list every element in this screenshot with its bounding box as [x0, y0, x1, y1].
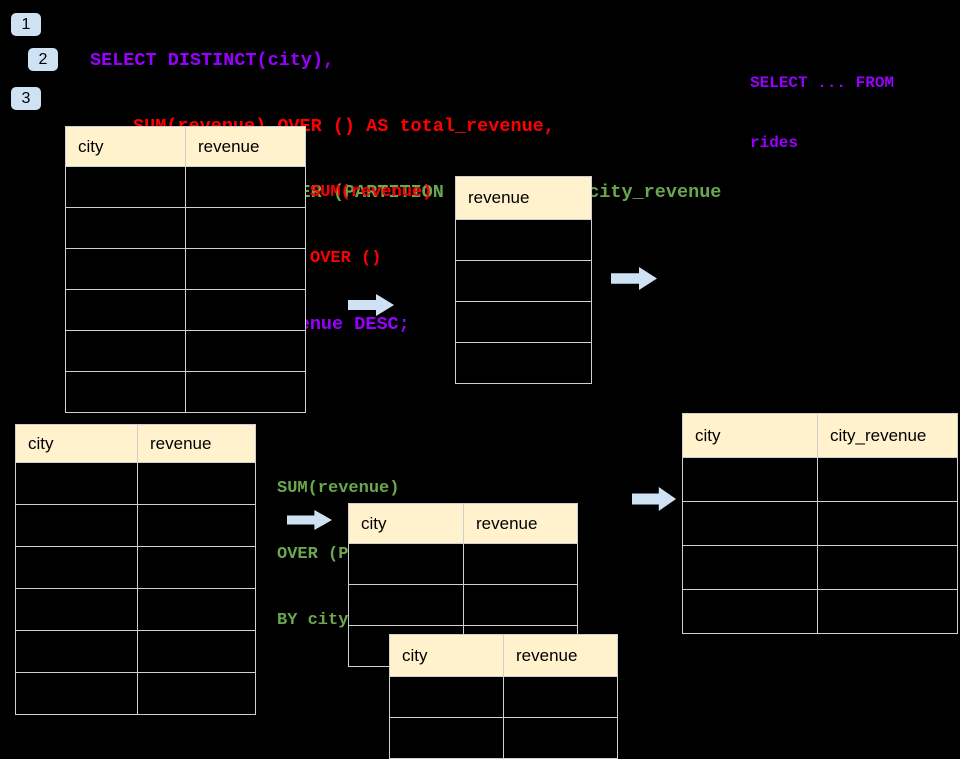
- table-cell-empty: [137, 546, 256, 589]
- table-cell-empty: [503, 717, 618, 759]
- annotation-line: OVER (): [310, 249, 382, 268]
- table-cell-empty: [137, 504, 256, 547]
- step-badge-2: 2: [28, 48, 58, 71]
- table-cell-empty: [15, 672, 138, 715]
- table-source-rides-bottom: city revenue: [15, 424, 256, 715]
- table-cell-empty: [65, 371, 186, 413]
- column-header-revenue: revenue: [455, 176, 592, 220]
- table-cell-empty: [65, 166, 186, 208]
- column-header-city-revenue: city_revenue: [817, 413, 958, 458]
- table-cell-empty: [682, 457, 818, 502]
- table-city-revenue-result: city city_revenue: [682, 413, 958, 634]
- table-cell-empty: [455, 260, 592, 302]
- sql-side-note-line: rides: [750, 134, 799, 152]
- table-cell-empty: [15, 630, 138, 673]
- arrow-right-icon: [348, 294, 394, 316]
- column-header-city: city: [682, 413, 818, 458]
- table-cell-empty: [65, 207, 186, 249]
- table-cell-empty: [682, 545, 818, 590]
- column-header-revenue: revenue: [137, 424, 256, 463]
- step-badge-3: 3: [11, 87, 41, 110]
- table-cell-empty: [185, 207, 306, 249]
- table-total-revenue-result: revenue: [455, 176, 592, 384]
- step-badge-1: 1: [11, 13, 41, 36]
- table-cell-empty: [65, 248, 186, 290]
- table-cell-empty: [15, 546, 138, 589]
- table-cell-empty: [455, 342, 592, 384]
- column-header-revenue: revenue: [463, 503, 578, 544]
- sql-line-select: SELECT DISTINCT(city),: [90, 50, 335, 71]
- column-header-city: city: [15, 424, 138, 463]
- arrow-right-icon: [287, 510, 332, 530]
- table-cell-empty: [817, 545, 958, 590]
- table-cell-empty: [389, 717, 504, 759]
- column-header-revenue: revenue: [185, 126, 306, 167]
- table-cell-empty: [817, 501, 958, 546]
- table-cell-empty: [15, 588, 138, 631]
- table-source-rides-top: city revenue: [65, 126, 306, 413]
- table-cell-empty: [137, 672, 256, 715]
- annotation-line: BY city): [277, 611, 359, 630]
- column-header-city: city: [65, 126, 186, 167]
- table-cell-empty: [463, 543, 578, 585]
- table-cell-empty: [137, 462, 256, 505]
- table-cell-empty: [15, 462, 138, 505]
- table-cell-empty: [455, 219, 592, 261]
- table-cell-empty: [817, 457, 958, 502]
- column-header-city: city: [348, 503, 464, 544]
- table-cell-empty: [389, 676, 504, 718]
- sql-side-note: SELECT ... FROM rides: [750, 33, 894, 193]
- table-cell-empty: [185, 248, 306, 290]
- table-cell-empty: [15, 504, 138, 547]
- table-cell-empty: [348, 543, 464, 585]
- annotation-line: SUM(revenue): [310, 183, 433, 202]
- annotation-over-total: SUM(revenue) OVER (): [310, 138, 432, 314]
- table-cell-empty: [65, 289, 186, 331]
- table-cell-empty: [185, 166, 306, 208]
- table-cell-empty: [137, 588, 256, 631]
- arrow-right-icon: [611, 267, 657, 290]
- table-partition-step-overlay: city revenue: [389, 634, 618, 759]
- sql-side-note-line: SELECT ... FROM: [750, 74, 895, 92]
- table-cell-empty: [463, 584, 578, 626]
- table-cell-empty: [682, 501, 818, 546]
- table-cell-empty: [65, 330, 186, 372]
- table-cell-empty: [817, 589, 958, 634]
- column-header-city: city: [389, 634, 504, 677]
- table-cell-empty: [185, 330, 306, 372]
- annotation-line: SUM(revenue): [277, 479, 400, 498]
- table-cell-empty: [348, 584, 464, 626]
- table-cell-empty: [503, 676, 618, 718]
- arrow-right-icon: [632, 487, 676, 511]
- column-header-revenue: revenue: [503, 634, 618, 677]
- table-cell-empty: [137, 630, 256, 673]
- table-cell-empty: [682, 589, 818, 634]
- table-cell-empty: [185, 371, 306, 413]
- diagram-canvas: 1 2 3 SELECT DISTINCT(city), SUM(revenue…: [11, 13, 958, 759]
- table-cell-empty: [455, 301, 592, 343]
- table-cell-empty: [185, 289, 306, 331]
